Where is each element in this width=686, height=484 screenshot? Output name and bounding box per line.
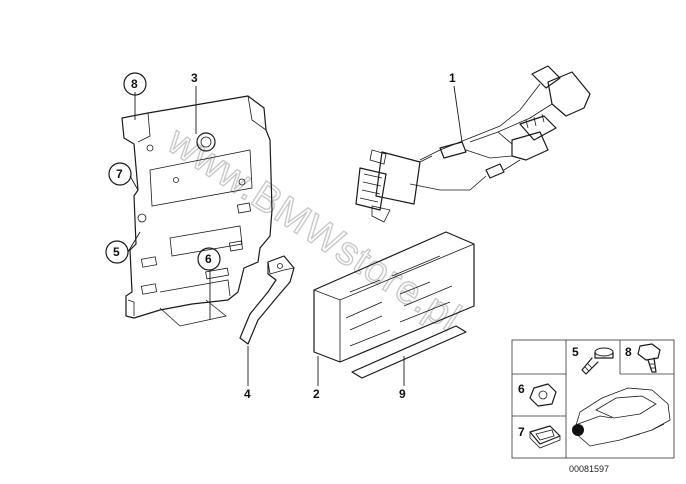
fastener-legend: 5 8 6 7 bbox=[511, 339, 675, 459]
callout-6: 6 bbox=[205, 252, 212, 266]
callout-4: 4 bbox=[244, 387, 251, 401]
clip-nut-icon bbox=[529, 425, 561, 449]
control-unit-part bbox=[313, 231, 475, 363]
legend-label-6: 6 bbox=[518, 382, 525, 396]
callout-8-circle: 8 bbox=[123, 72, 147, 96]
diagram-code: 00081597 bbox=[569, 464, 609, 474]
callout-1: 1 bbox=[449, 71, 456, 85]
callout-5-circle: 5 bbox=[105, 240, 129, 264]
callout-leaders bbox=[127, 85, 463, 386]
callout-5: 5 bbox=[113, 245, 120, 259]
callout-7: 7 bbox=[116, 167, 123, 181]
screw-icon bbox=[581, 347, 614, 375]
vehicle-location-icon bbox=[572, 387, 671, 447]
hex-nut-icon bbox=[529, 383, 557, 407]
foam-strip-part bbox=[351, 325, 467, 379]
callout-3: 3 bbox=[191, 71, 198, 85]
legend-label-8: 8 bbox=[625, 345, 632, 359]
legend-label-5: 5 bbox=[572, 345, 579, 359]
support-strut-part bbox=[239, 255, 295, 345]
wiring-harness-part bbox=[355, 65, 591, 223]
hex-bolt-icon bbox=[637, 343, 661, 373]
callout-9: 9 bbox=[399, 387, 406, 401]
callout-7-circle: 7 bbox=[108, 162, 132, 186]
legend-label-7: 7 bbox=[518, 425, 525, 439]
callout-2: 2 bbox=[313, 387, 320, 401]
callout-8: 8 bbox=[131, 77, 138, 91]
callout-6-circle: 6 bbox=[197, 247, 221, 271]
mounting-bracket-part bbox=[121, 95, 273, 327]
